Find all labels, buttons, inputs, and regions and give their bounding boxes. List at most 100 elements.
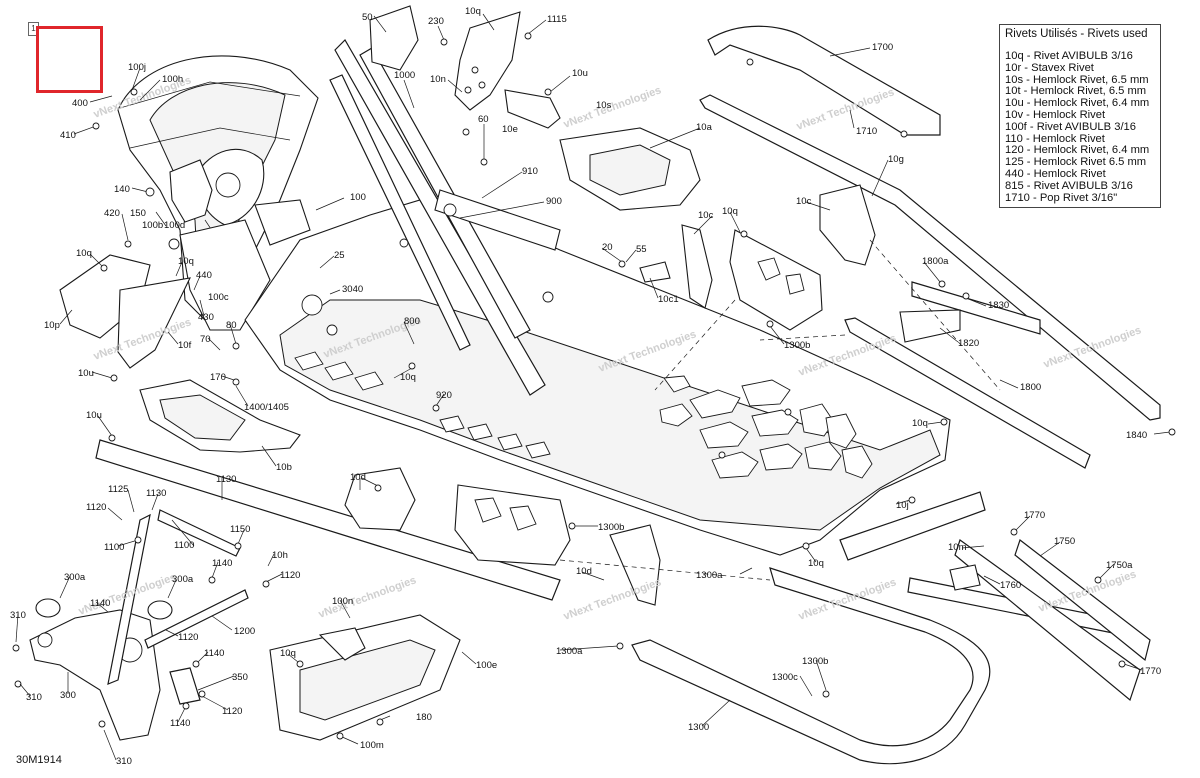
callout-label: 20 <box>602 242 613 253</box>
tunnel-chassis <box>244 39 951 556</box>
callout-label: 100c <box>208 292 229 303</box>
callout-label: 10g <box>888 154 904 165</box>
callout-label: 10h <box>272 550 288 561</box>
callout-label: 300a <box>172 574 194 585</box>
callout-label: 10c <box>796 196 812 207</box>
callout-label: 900 <box>546 196 562 207</box>
callout-label: 70 <box>200 334 211 345</box>
callout-label: 180 <box>416 712 432 723</box>
callout-label: 1840 <box>1126 430 1147 441</box>
dashed-alignment-lines <box>559 239 1001 581</box>
callout-label: 10q <box>178 256 194 267</box>
callout-label: 100n <box>332 596 353 607</box>
callout-label: 10d <box>576 566 592 577</box>
callout-label: 1120 <box>280 570 300 581</box>
callout-label: 410 <box>60 130 76 141</box>
callout-label: 100e <box>476 660 497 671</box>
callout-label: 1140 <box>204 648 224 659</box>
callout-label: 1400/1405 <box>244 402 289 413</box>
legend-item: 100f - Rivet AVIBULB 3/16 <box>1005 120 1137 133</box>
callout-label: 10q <box>465 6 481 17</box>
callout-label: 1750a <box>1106 560 1133 571</box>
runner-1300 <box>631 567 991 765</box>
callout-label: 10d <box>350 472 366 483</box>
tunnel-cooler-cutouts <box>659 375 873 479</box>
callout-label: 10q <box>280 648 296 659</box>
callout-label: 1770 <box>1140 666 1161 677</box>
callout-label: 1130 <box>216 474 236 485</box>
callout-label: 10p <box>44 320 60 331</box>
legend-item: 1710 - Pop Rivet 3/16" <box>1005 191 1118 204</box>
callout-label: 1300a <box>696 570 723 581</box>
upper-brackets <box>369 5 701 211</box>
callout-label: 10b <box>276 462 292 473</box>
legend-item: 10q - Rivet AVIBULB 3/16 <box>1005 50 1133 62</box>
callout-label: 430 <box>198 312 214 323</box>
callout-label: 1130 <box>146 488 166 499</box>
callout-label: 100 <box>350 192 366 203</box>
callout-label: 100j <box>128 62 146 73</box>
tunnel-side-holes <box>294 294 551 459</box>
callout-label: 350 <box>232 672 248 683</box>
callout-label: 310 <box>10 610 26 621</box>
callout-label: 80 <box>226 320 237 331</box>
callout-label: 420 <box>104 208 120 219</box>
callout-label: 55 <box>636 244 647 255</box>
highlight-box <box>36 26 103 93</box>
callout-label: 10e <box>502 124 518 135</box>
callout-label: 1300c <box>772 672 798 683</box>
callout-label: 1100 <box>104 542 124 553</box>
legend-item: 440 - Hemlock Rivet <box>1005 167 1106 180</box>
legend-item: 10s - Hemlock Rivet, 6.5 mm <box>1005 73 1149 86</box>
callout-label: 1300a <box>556 646 583 657</box>
callout-label: 1820 <box>958 338 979 349</box>
callout-label: 1700 <box>872 42 893 53</box>
callout-label: 1300 <box>688 722 709 733</box>
callout-label: 10q <box>808 558 824 569</box>
callout-label: 10s <box>596 100 612 111</box>
legend-item: 10v - Hemlock Rivet <box>1005 108 1106 121</box>
callout-label: 1150 <box>230 524 250 535</box>
callout-label: 440 <box>196 270 212 281</box>
callout-label: 1100 <box>174 540 194 551</box>
callout-label: 1800a <box>922 256 949 267</box>
callout-label: 1300b <box>598 522 624 533</box>
callout-label: 1140 <box>212 558 232 569</box>
legend-item: 10t - Hemlock Rivet, 6.5 mm <box>1005 85 1147 98</box>
callout-label: 50 <box>362 12 373 23</box>
callout-label: 800 <box>404 316 420 327</box>
legend-item: 10u - Hemlock Rivet, 6.4 mm <box>1005 97 1150 110</box>
callout-label: 1000 <box>394 70 415 81</box>
callout-label: 1120 <box>222 706 242 717</box>
callout-label: 1710 <box>856 126 877 137</box>
callout-label: 10f <box>178 340 192 351</box>
callout-label: 10n <box>430 74 446 85</box>
lower-center-parts <box>59 254 661 741</box>
legend-item: 10r - Stavex Rivet <box>1005 61 1094 74</box>
fastener-marks <box>92 32 1176 740</box>
callout-label: 1300b <box>802 656 828 667</box>
callout-label: 60 <box>478 114 489 125</box>
callout-label: 25 <box>334 250 345 261</box>
callout-label: 1115 <box>547 14 567 25</box>
rivets-legend: Rivets Utilisés - Rivets used 10q - Rive… <box>999 24 1161 208</box>
callout-label: 1800 <box>1020 382 1041 393</box>
right-side-rails <box>639 25 1161 702</box>
callout-label: 1750 <box>1054 536 1075 547</box>
callout-label: 10q <box>400 372 416 383</box>
callout-label: 10c <box>698 210 714 221</box>
document-code: 30M1914 <box>16 754 62 766</box>
callout-label: 300a <box>64 572 86 583</box>
callout-label: 3040 <box>342 284 363 295</box>
callout-label: 1140 <box>90 598 110 609</box>
callout-label: 1200 <box>234 626 255 637</box>
callout-label: 920 <box>436 390 452 401</box>
callout-label: 10q <box>912 418 928 429</box>
callout-label: 1760 <box>1000 580 1021 591</box>
watermark: vNext Technologies <box>562 84 663 131</box>
legend-item: 815 - Rivet AVIBULB 3/16 <box>1005 179 1133 192</box>
callout-label: 100m <box>360 740 384 751</box>
callout-leaders <box>15 13 1171 761</box>
callout-label: 1120 <box>86 502 106 513</box>
